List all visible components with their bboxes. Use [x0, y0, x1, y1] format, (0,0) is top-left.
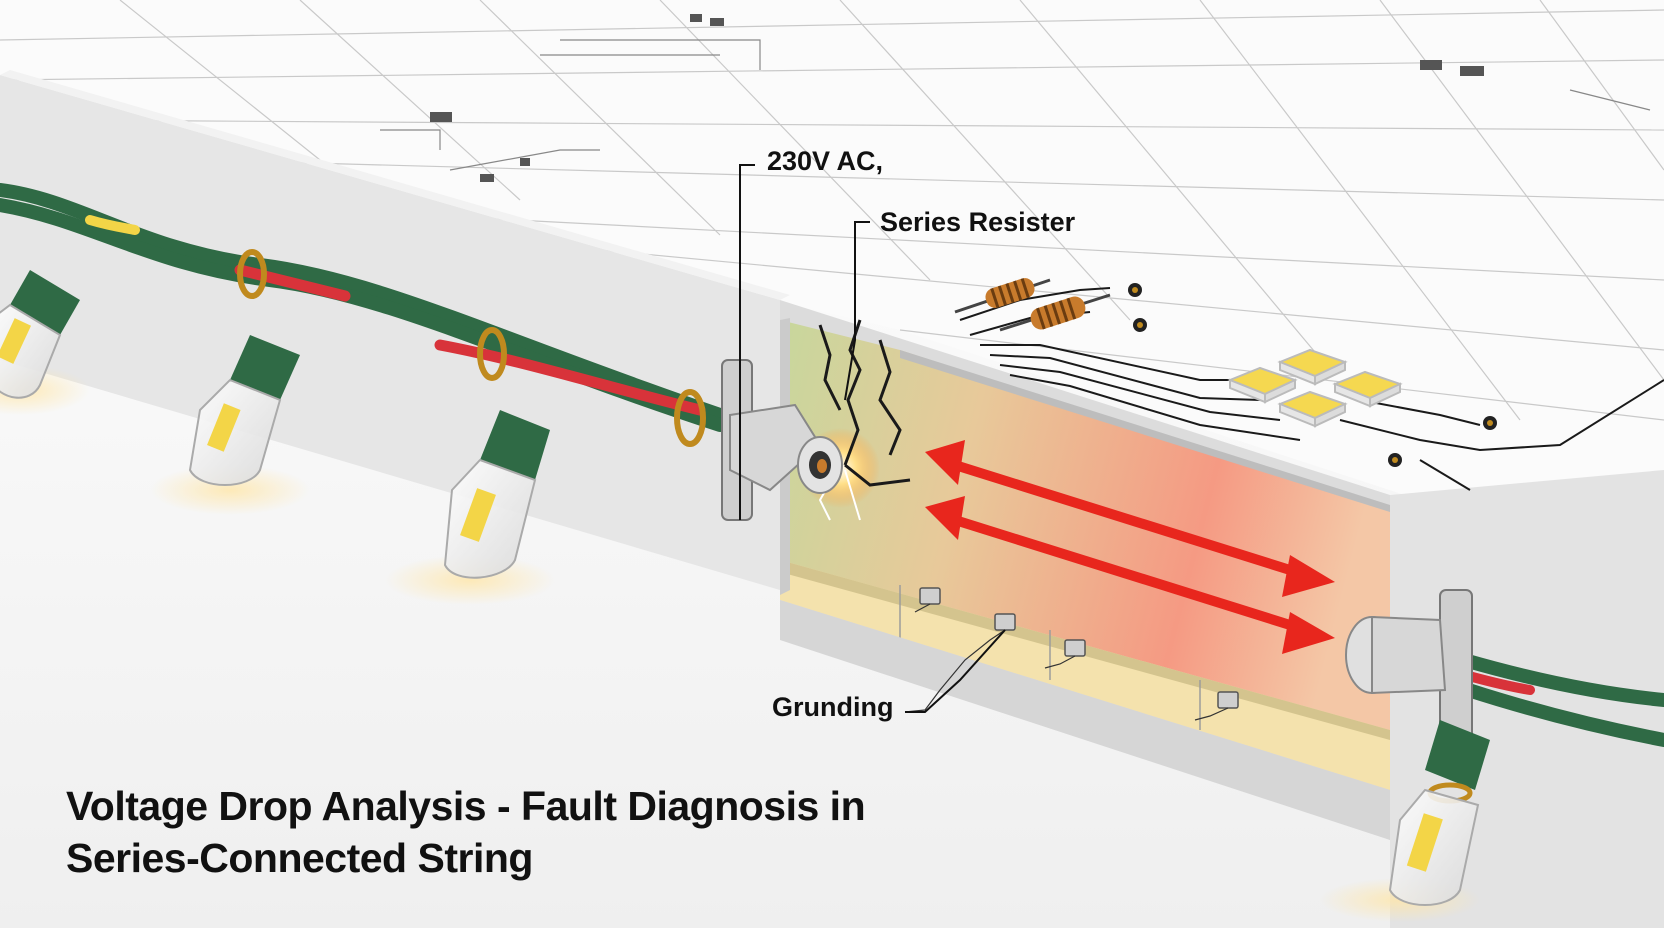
cutaway-channel	[780, 318, 1390, 840]
bulb-icon	[150, 335, 310, 515]
resistor-icon	[954, 278, 1051, 314]
top-circuit	[954, 278, 1664, 491]
current-flow-arrows	[925, 440, 1335, 654]
bulb-icon	[1320, 720, 1490, 922]
connector-plug-icon	[721, 359, 843, 521]
ground-clip-icon	[904, 587, 1239, 721]
bulb-icon	[0, 270, 90, 415]
title-line-2: Series-Connected String	[66, 835, 533, 881]
ground-callout-label: Grunding	[772, 692, 894, 722]
diagram-title: Voltage Drop Analysis - Fault Diagnosis …	[66, 780, 866, 884]
title-line-1: Voltage Drop Analysis - Fault Diagnosis …	[66, 783, 866, 829]
resistor-callout-label: Series Resister	[880, 207, 1076, 237]
callout-leaders	[739, 164, 1006, 713]
voltage-callout-label: 230V AC,	[767, 146, 884, 176]
led-chip-icon	[1227, 348, 1403, 428]
resistor-icon	[999, 293, 1111, 332]
wire-clamp-rings	[237, 249, 706, 447]
bulb-icon	[385, 410, 555, 605]
